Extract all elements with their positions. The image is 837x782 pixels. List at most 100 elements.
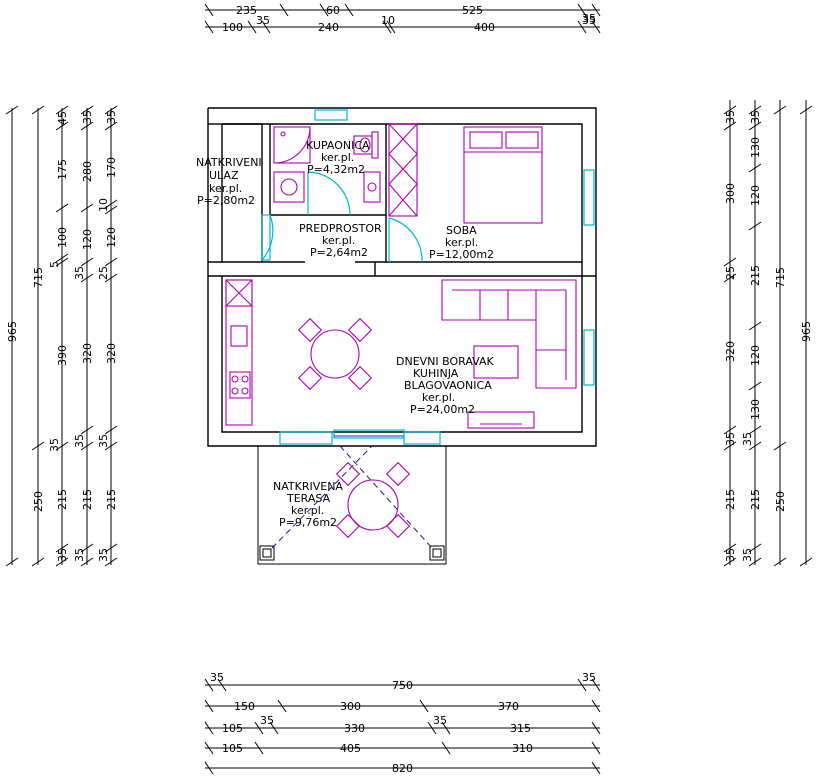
label-predprostor-1: PREDPROSTOR bbox=[299, 222, 382, 235]
dim-right-35d: 35 bbox=[749, 110, 762, 124]
label-kupaonica-3: P=4,32m2 bbox=[307, 163, 365, 176]
cooktop bbox=[229, 371, 251, 399]
dim-top-35c: 35 bbox=[582, 14, 596, 27]
dim-right-250: 250 bbox=[774, 491, 787, 512]
dim-right-35e: 35 bbox=[741, 432, 754, 446]
dim-right-35b: 35 bbox=[724, 432, 737, 446]
top-dimensions: 235 60 525 35 100 35 240 10 400 35 bbox=[204, 3, 601, 34]
dim-top-240: 240 bbox=[318, 21, 339, 34]
dim-bottom-330: 330 bbox=[344, 722, 365, 735]
left-dimensions: 965 715 250 45 175 100 5 390 35 215 35 3… bbox=[5, 105, 118, 567]
dim-right-215b: 215 bbox=[749, 265, 762, 286]
dim-bottom-105a: 105 bbox=[222, 722, 243, 735]
dim-top-35b: 35 bbox=[256, 14, 270, 27]
label-natkriveni-ulaz-4: P=2,80m2 bbox=[197, 194, 255, 207]
dim-right-965: 965 bbox=[800, 321, 813, 342]
dim-left-35h: 35 bbox=[97, 434, 110, 448]
dim-right-715: 715 bbox=[774, 267, 787, 288]
dim-left-715: 715 bbox=[32, 267, 45, 288]
dim-bottom-150: 150 bbox=[234, 700, 255, 713]
window-living bbox=[583, 329, 595, 386]
dim-left-35f: 35 bbox=[73, 548, 86, 562]
dim-left-35a: 35 bbox=[48, 438, 61, 452]
washbasin bbox=[363, 171, 381, 203]
dim-left-35i: 35 bbox=[97, 548, 110, 562]
dim-left-45: 45 bbox=[56, 111, 69, 125]
dim-bottom-105b: 105 bbox=[222, 742, 243, 755]
dim-right-35f: 35 bbox=[741, 548, 754, 562]
door-swing-bathroom bbox=[307, 171, 351, 216]
dim-left-35g: 35 bbox=[105, 110, 118, 124]
window-room bbox=[583, 169, 595, 226]
label-dnevni-3: BLAGOVAONICA bbox=[404, 379, 492, 392]
window-terrace-a bbox=[279, 431, 333, 445]
washing-machine bbox=[273, 171, 305, 203]
dim-left-250: 250 bbox=[32, 491, 45, 512]
dim-left-175: 175 bbox=[56, 159, 69, 180]
dim-left-215b: 215 bbox=[81, 489, 94, 510]
room-labels: NATKRIVENI ULAZ ker.pl. P=2,80m2 KUPAONI… bbox=[196, 139, 495, 529]
right-dimensions: 35 300 25 320 35 215 35 35 130 120 215 1… bbox=[723, 100, 813, 567]
dim-right-215a: 215 bbox=[724, 489, 737, 510]
dim-left-35e: 35 bbox=[73, 434, 86, 448]
shower-tray bbox=[273, 126, 311, 164]
dim-bottom-35b: 35 bbox=[582, 671, 596, 684]
dim-left-215c: 215 bbox=[105, 489, 118, 510]
dim-bottom-405: 405 bbox=[340, 742, 361, 755]
window-terrace-b bbox=[403, 431, 441, 445]
dim-bottom-820: 820 bbox=[392, 762, 413, 775]
label-natkriveni-ulaz-1: NATKRIVENI bbox=[196, 156, 262, 169]
label-soba-3: P=12,00m2 bbox=[429, 248, 494, 261]
label-terasa-4: P=9,76m2 bbox=[279, 516, 337, 529]
dim-top-10: 10 bbox=[381, 14, 395, 27]
dim-left-25: 25 bbox=[97, 266, 110, 280]
label-terasa-1: NATKRIVENA bbox=[273, 480, 343, 493]
terrace-table bbox=[347, 479, 399, 531]
dim-bottom-750: 750 bbox=[392, 679, 413, 692]
terrace-diagonal-b bbox=[339, 445, 433, 549]
dim-left-390: 390 bbox=[56, 345, 69, 366]
label-predprostor-2: ker.pl. bbox=[322, 234, 355, 247]
dim-right-25: 25 bbox=[724, 266, 737, 280]
terrace-diagonal-a bbox=[271, 445, 373, 549]
walls bbox=[207, 107, 597, 447]
label-natkriveni-ulaz-2: ULAZ bbox=[209, 169, 239, 182]
kitchen-sink bbox=[230, 325, 248, 347]
dim-right-320: 320 bbox=[724, 341, 737, 362]
dim-left-320b: 320 bbox=[105, 343, 118, 364]
coffee-table bbox=[473, 345, 519, 379]
dim-top-235: 235 bbox=[236, 4, 257, 17]
label-dnevni-2: KUHINJA bbox=[413, 367, 459, 380]
door-entrance bbox=[261, 214, 271, 261]
dim-left-100: 100 bbox=[56, 227, 69, 248]
dim-bottom-370: 370 bbox=[498, 700, 519, 713]
dim-right-120a: 120 bbox=[749, 185, 762, 206]
dim-bottom-35d: 35 bbox=[433, 714, 447, 727]
label-predprostor-3: P=2,64m2 bbox=[310, 246, 368, 259]
dim-right-35c: 35 bbox=[724, 548, 737, 562]
dim-left-120b: 120 bbox=[105, 227, 118, 248]
dim-top-525: 525 bbox=[462, 4, 483, 17]
wardrobe bbox=[388, 123, 418, 217]
door-swing-room bbox=[388, 217, 423, 263]
dim-left-120a: 120 bbox=[81, 229, 94, 250]
dim-left-280: 280 bbox=[81, 161, 94, 182]
dim-right-215c: 215 bbox=[749, 489, 762, 510]
dim-left-170: 170 bbox=[105, 157, 118, 178]
dim-left-10: 10 bbox=[97, 198, 110, 212]
dim-bottom-315: 315 bbox=[510, 722, 531, 735]
double-bed bbox=[463, 126, 543, 224]
corner-sofa bbox=[441, 279, 577, 389]
dining-table bbox=[310, 329, 360, 379]
furniture bbox=[225, 123, 577, 429]
dim-left-35b: 35 bbox=[56, 548, 69, 562]
dim-right-130a: 130 bbox=[749, 137, 762, 158]
label-dnevni-4: ker.pl. bbox=[422, 391, 455, 404]
terrace bbox=[257, 445, 447, 565]
dim-left-5: 5 bbox=[48, 261, 61, 268]
dim-left-215a: 215 bbox=[56, 489, 69, 510]
bottom-dimensions: 35 750 35 150 300 370 105 35 330 35 315 … bbox=[204, 671, 601, 775]
label-dnevni-5: P=24,00m2 bbox=[410, 403, 475, 416]
label-soba-2: ker.pl. bbox=[445, 236, 478, 249]
